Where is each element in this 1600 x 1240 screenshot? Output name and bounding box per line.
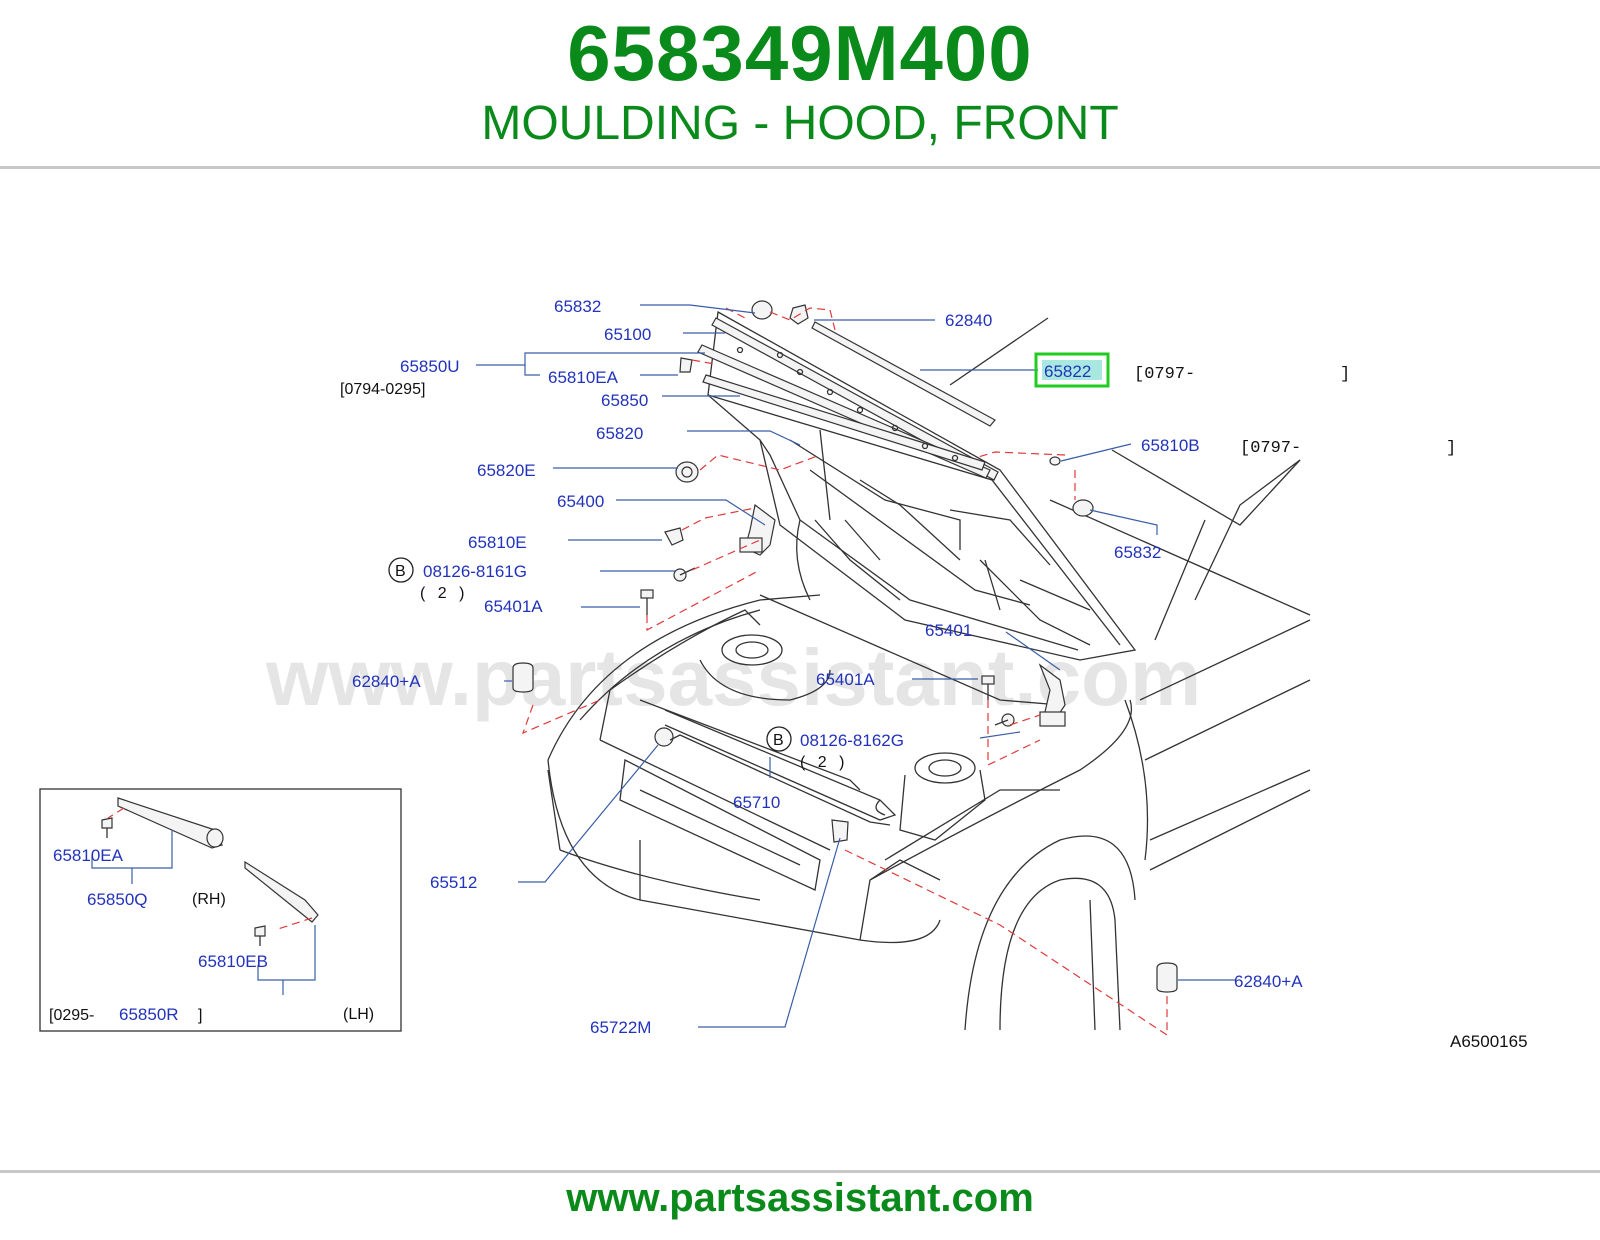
svg-text:B: B	[395, 563, 406, 580]
label-62840-top[interactable]: 62840	[945, 311, 992, 330]
inset-variants-box	[39, 788, 402, 1032]
label-65810B-range-end: ]	[1446, 439, 1456, 458]
label-65401A-left[interactable]: 65401A	[484, 597, 543, 616]
inset-label-range-start: [0295-	[49, 1007, 94, 1024]
label-08126-8162G[interactable]: 08126-8162G	[800, 731, 904, 750]
label-62840A-left[interactable]: 62840+A	[352, 672, 421, 691]
inset-label-range-end: ]	[198, 1007, 202, 1024]
bolt-marker-b-1: B	[388, 557, 414, 583]
label-08126-8162G-qty: ( 2 )	[800, 754, 844, 771]
label-65710[interactable]: 65710	[733, 793, 780, 812]
footer-website-link[interactable]: www.partsassistant.com	[566, 1176, 1034, 1220]
inset-label-65810EA[interactable]: 65810EA	[53, 846, 124, 865]
inset-label-65850R[interactable]: 65850R	[119, 1005, 179, 1024]
page-header: 658349M400 MOULDING - HOOD, FRONT	[0, 0, 1600, 168]
bolt-marker-b-2: B	[766, 726, 792, 752]
label-62840A-right[interactable]: 62840+A	[1234, 972, 1303, 991]
leader-lines	[476, 304, 1235, 1028]
diagram-code: A6500165	[1450, 1032, 1528, 1051]
label-65512[interactable]: 65512	[430, 873, 477, 892]
label-65810B-range-start: [0797-	[1240, 439, 1301, 458]
header-divider	[0, 166, 1600, 169]
car-body-outline	[547, 317, 1311, 1031]
inset-label-rh: (RH)	[192, 891, 226, 908]
label-65810E[interactable]: 65810E	[468, 533, 527, 552]
part-labels: 65832 65100 62840 65850U [0794-0295] 658…	[340, 297, 1303, 1037]
label-65822[interactable]: 65822	[1044, 362, 1091, 381]
svg-text:B: B	[773, 732, 784, 749]
footer-divider	[0, 1170, 1600, 1173]
label-65820[interactable]: 65820	[596, 424, 643, 443]
label-65401A-right[interactable]: 65401A	[816, 670, 875, 689]
part-number-title: 658349M400	[567, 9, 1033, 97]
inset-label-lh: (LH)	[343, 1006, 374, 1023]
hood-hinge-right	[1038, 663, 1066, 727]
small-parts	[512, 300, 1178, 993]
label-65810B[interactable]: 65810B	[1141, 436, 1200, 455]
inset-labels: 65810EA 65850Q (RH) 65810EB [0295- 65850…	[49, 846, 374, 1024]
highlighted-part-65822[interactable]: 65822	[1034, 352, 1110, 388]
label-65850[interactable]: 65850	[601, 391, 648, 410]
label-65820E[interactable]: 65820E	[477, 461, 536, 480]
assembly-dashed-lines	[521, 307, 1168, 1037]
part-name-subtitle: MOULDING - HOOD, FRONT	[481, 97, 1119, 150]
inset-label-65810EB[interactable]: 65810EB	[198, 952, 268, 971]
label-08126-8161G-qty: ( 2 )	[420, 585, 464, 602]
label-65401[interactable]: 65401	[925, 621, 972, 640]
label-65850U[interactable]: 65850U	[400, 357, 460, 376]
label-65822-range-start: [0797-	[1134, 365, 1195, 384]
label-65810EA[interactable]: 65810EA	[548, 368, 619, 387]
label-65832-right[interactable]: 65832	[1114, 543, 1161, 562]
label-65822-range-end: ]	[1340, 365, 1350, 384]
inset-label-65850Q[interactable]: 65850Q	[87, 890, 148, 909]
label-08126-8161G[interactable]: 08126-8161G	[423, 562, 527, 581]
hood-panel	[697, 310, 1137, 661]
label-65722M[interactable]: 65722M	[590, 1018, 651, 1037]
label-65400[interactable]: 65400	[557, 492, 604, 511]
label-65100[interactable]: 65100	[604, 325, 651, 344]
label-65832-top[interactable]: 65832	[554, 297, 601, 316]
label-65850U-range: [0794-0295]	[340, 381, 425, 398]
